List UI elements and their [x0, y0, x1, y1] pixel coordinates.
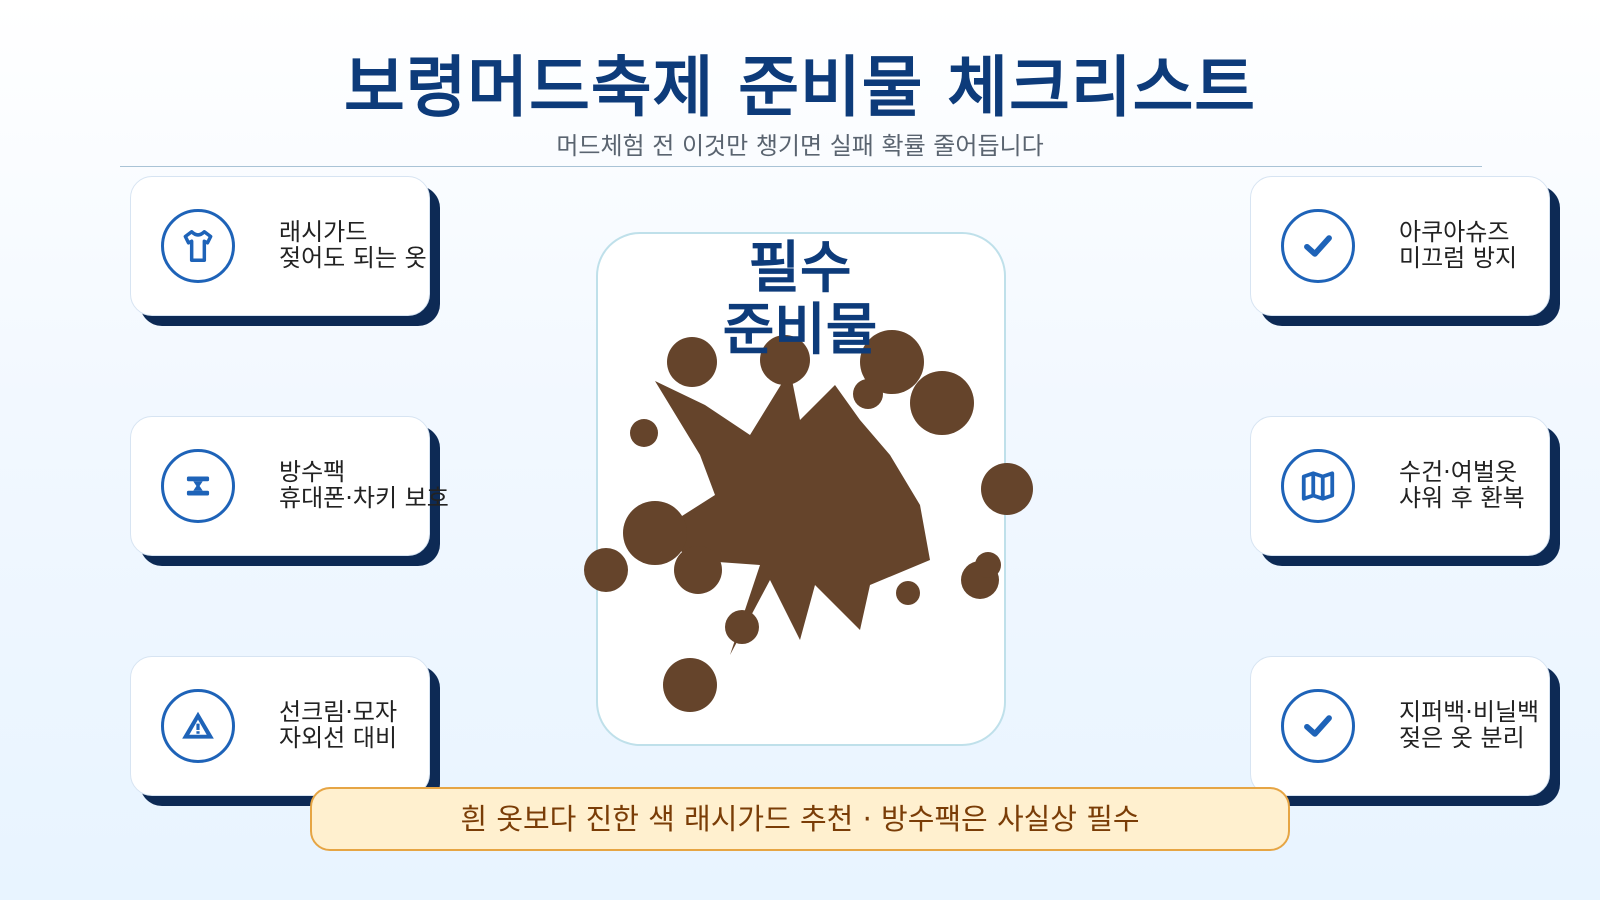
card-text: 래시가드 젖어도 되는 옷 — [279, 219, 427, 271]
card-desc: 젖은 옷 분리 — [1399, 724, 1525, 752]
card-rashguard: 래시가드 젖어도 되는 옷 — [130, 176, 430, 316]
check-icon — [1281, 209, 1355, 283]
card-desc: 젖어도 되는 옷 — [279, 244, 427, 272]
card-title: 수건·여벌옷 — [1399, 458, 1518, 486]
card-zipper-bag: 지퍼백·비닐백 젖은 옷 분리 — [1250, 656, 1550, 796]
card-title: 방수팩 — [279, 458, 346, 486]
card-title: 지퍼백·비닐백 — [1399, 698, 1540, 726]
center-title-line1: 필수 — [748, 236, 852, 301]
card-aqua-shoes: 아쿠아슈즈 미끄럼 방지 — [1250, 176, 1550, 316]
card-desc: 자외선 대비 — [279, 724, 398, 752]
map-icon — [1281, 449, 1355, 523]
mud-splash-illustration — [584, 330, 1033, 712]
card-title: 선크림·모자 — [279, 698, 398, 726]
card-title: 래시가드 — [279, 218, 368, 246]
page-subtitle: 머드체험 전 이것만 챙기면 실패 확률 줄어듭니다 — [556, 132, 1044, 160]
center-title-line2: 준비물 — [722, 298, 878, 363]
waterproof-pouch-icon — [161, 449, 235, 523]
warning-sun-icon — [161, 689, 235, 763]
card-text: 선크림·모자 자외선 대비 — [279, 699, 397, 751]
card-waterproof-pouch: 방수팩 휴대폰·차키 보호 — [130, 416, 449, 556]
card-text: 방수팩 휴대폰·차키 보호 — [279, 459, 449, 511]
card-desc: 샤워 후 환복 — [1399, 484, 1525, 512]
center-title: 필수 준비물 — [600, 238, 1000, 362]
header-divider — [120, 166, 1482, 167]
check-icon — [1281, 689, 1355, 763]
card-text: 아쿠아슈즈 미끄럼 방지 — [1399, 219, 1517, 271]
card-text: 수건·여벌옷 샤워 후 환복 — [1399, 459, 1525, 511]
card-sunscreen: 선크림·모자 자외선 대비 — [130, 656, 430, 796]
card-desc: 휴대폰·차키 보호 — [279, 484, 449, 512]
card-towel-clothes: 수건·여벌옷 샤워 후 환복 — [1250, 416, 1550, 556]
tip-banner: 흰 옷보다 진한 색 래시가드 추천 · 방수팩은 사실상 필수 — [310, 787, 1290, 851]
card-text: 지퍼백·비닐백 젖은 옷 분리 — [1399, 699, 1539, 751]
card-desc: 미끄럼 방지 — [1399, 244, 1518, 272]
page-title: 보령머드축제 준비물 체크리스트 — [343, 49, 1257, 126]
shirt-icon — [161, 209, 235, 283]
card-title: 아쿠아슈즈 — [1399, 218, 1510, 246]
